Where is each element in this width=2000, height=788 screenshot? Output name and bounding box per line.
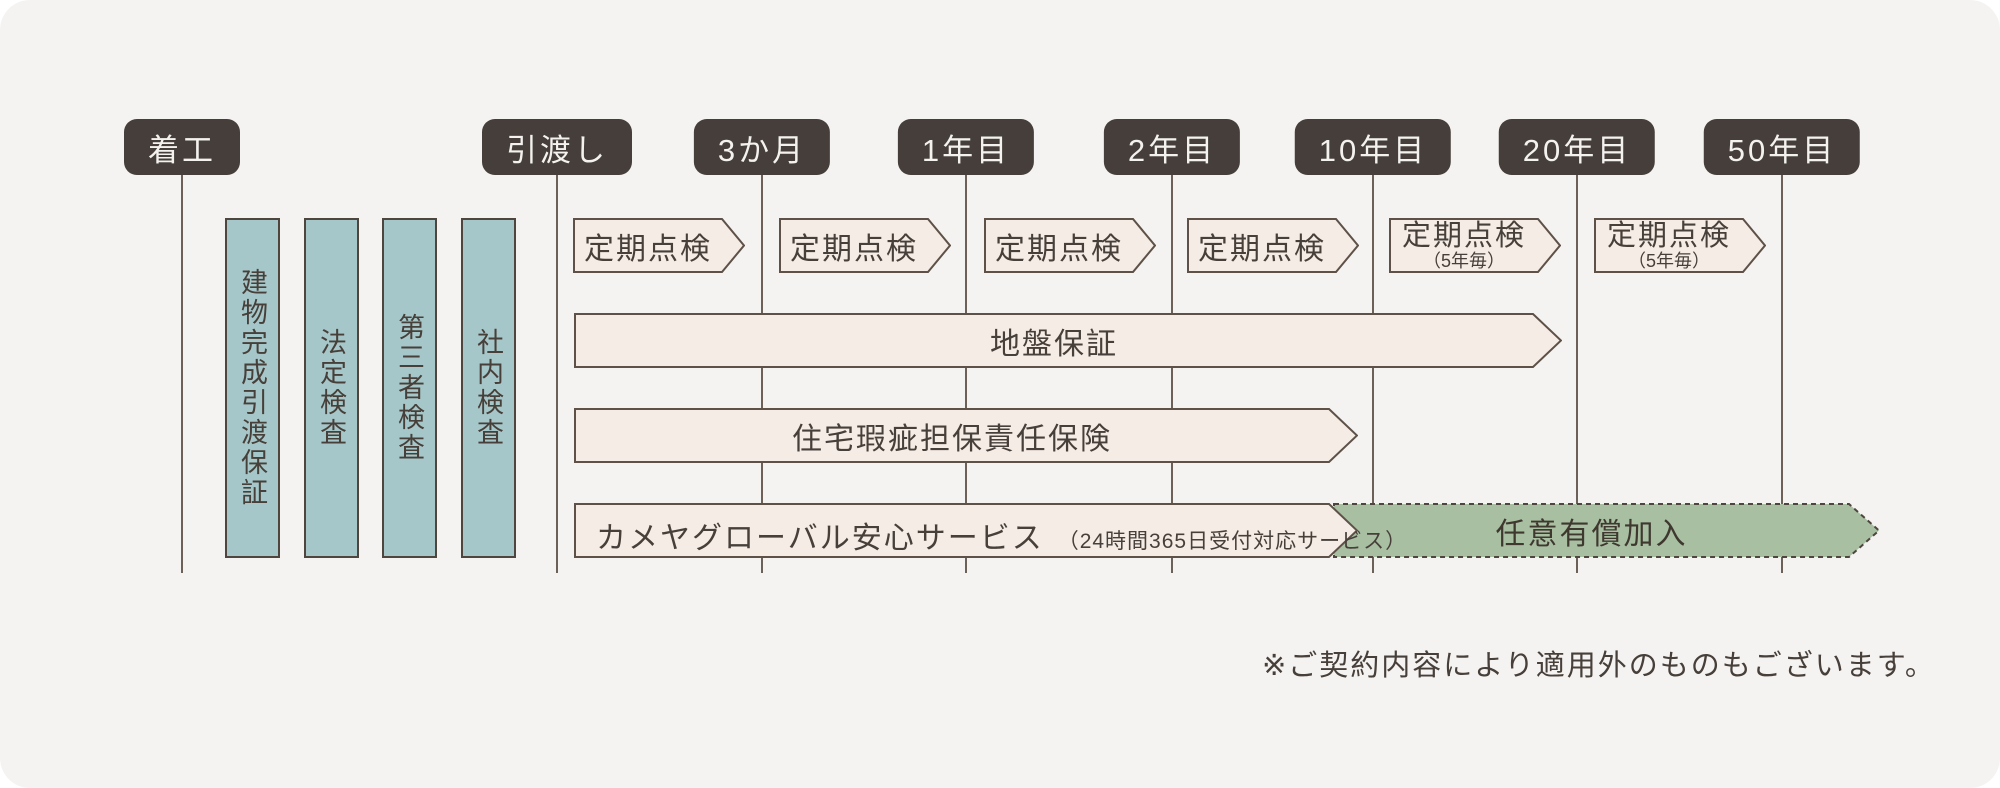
timeline-line-year20: [1576, 170, 1578, 573]
anshin-service-label: カメヤグローバル安心サービス （24時間365日受付対応サービス）: [574, 503, 1406, 558]
defect-insurance-label: 住宅瑕疵担保責任保険: [792, 422, 1112, 456]
inspection-arrow-5: 定期点検 （5年毎）: [1389, 218, 1561, 273]
inspection-arrow-main-text: 定期点検: [1401, 220, 1526, 253]
contract-disclaimer-note: ※ご契約内容により適用外のものもございます。: [1262, 650, 1936, 682]
phase-bar-completion-guarantee: 建物完成引渡保証: [225, 218, 280, 558]
marker-kickoff: 着工: [124, 119, 240, 175]
timeline-line-year10: [1372, 170, 1374, 573]
marker-year2: 2年目: [1103, 119, 1241, 175]
inspection-arrow-1: 定期点検: [573, 218, 745, 273]
inspection-arrow-2: 定期点検: [779, 218, 951, 273]
inspection-arrow-label: 定期点検 （5年毎）: [1594, 218, 1744, 273]
marker-3months: 3か月: [693, 119, 831, 175]
timeline-line-year2: [1171, 170, 1173, 573]
marker-year50: 50年目: [1703, 119, 1861, 175]
anshin-service-sub-text: （24時間365日受付対応サービス）: [1057, 530, 1408, 553]
timeline-line-kickoff: [181, 170, 183, 573]
inspection-arrow-sub-text: （5年毎）: [1627, 250, 1710, 271]
inspection-arrow-label: 定期点検: [995, 232, 1123, 266]
inspection-arrow-label: 定期点検 （5年毎）: [1389, 218, 1539, 273]
inspection-arrow-6: 定期点検 （5年毎）: [1594, 218, 1766, 273]
inspection-arrow-label: 定期点検: [790, 232, 918, 266]
timeline-line-year1: [965, 170, 967, 573]
marker-handover: 引渡し: [482, 119, 632, 175]
ground-guarantee-label: 地盤保証: [990, 327, 1118, 361]
timeline-line-3months: [761, 170, 763, 573]
defect-insurance-bar: 住宅瑕疵担保責任保険: [574, 408, 1358, 463]
inspection-arrow-4: 定期点検: [1187, 218, 1359, 273]
inspection-arrow-sub-text: （5年毎）: [1422, 250, 1505, 271]
timeline-line-handover: [556, 170, 558, 573]
phase-bar-thirdparty-inspection: 第三者検査: [382, 218, 437, 558]
anshin-service-main-text: カメヤグローバル安心サービス: [596, 522, 1044, 555]
marker-year10: 10年目: [1294, 119, 1452, 175]
inspection-arrow-label: 定期点検: [1198, 232, 1326, 266]
anshin-service-bar: カメヤグローバル安心サービス （24時間365日受付対応サービス）: [574, 503, 1406, 558]
marker-year1: 1年目: [897, 119, 1035, 175]
phase-bar-internal-inspection: 社内検査: [461, 218, 516, 558]
ground-guarantee-bar: 地盤保証: [574, 313, 1562, 368]
inspection-arrow-label: 定期点検: [584, 232, 712, 266]
optional-paid-label: 任意有償加入: [1495, 517, 1688, 551]
inspection-arrow-3: 定期点検: [984, 218, 1156, 273]
optional-paid-bar: 任意有償加入: [1333, 503, 1880, 558]
timeline-line-year50: [1781, 170, 1783, 573]
phase-bar-statutory-inspection: 法定検査: [304, 218, 359, 558]
inspection-arrow-main-text: 定期点検: [1606, 220, 1731, 253]
marker-year20: 20年目: [1498, 119, 1656, 175]
